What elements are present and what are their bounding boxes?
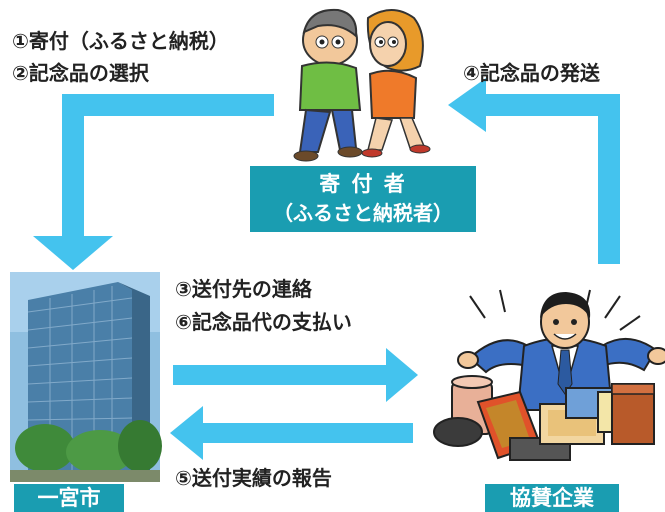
businessman-with-gifts-icon [433,289,665,461]
step-2-gift-selection: ②記念品の選択 [12,61,149,85]
arrow-city-to-sponsor [173,348,418,402]
donor-label-title: 寄 付 者 [319,172,407,196]
step-3-address-notice: ③送付先の連絡 [175,277,312,301]
step-5-shipping-report: ⑤送付実績の報告 [175,466,332,490]
couple-illustration-icon [293,8,431,162]
office-building-photo-icon [10,272,162,482]
donor-label-box: 寄 付 者 （ふるさと納税者） [250,166,476,232]
step-6-gift-payment: ⑥記念品代の支払い [175,310,352,334]
donor-label-subtitle: （ふるさと納税者） [273,201,453,225]
arrow-sponsor-to-city [170,406,413,460]
sponsor-label: 協賛企業 [485,484,619,512]
step-4-gift-shipping: ④記念品の発送 [463,61,600,85]
arrow-sponsor-to-donor [448,78,620,264]
city-label: 一宮市 [14,484,124,512]
arrow-donor-to-city [33,94,274,270]
step-1-donation: ①寄付（ふるさと納税） [12,29,229,53]
